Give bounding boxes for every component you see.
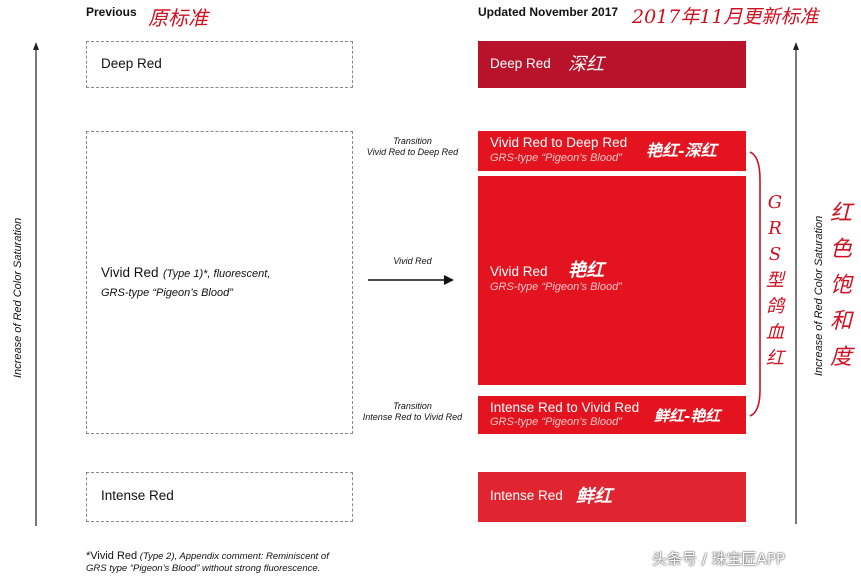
right-axis-label: Increase of Red Color Saturation bbox=[813, 215, 825, 376]
new-vivid-to-deep-box: Vivid Red to Deep Red GRS-type “Pigeon’s… bbox=[478, 131, 746, 171]
new-deep-red-label: Deep Red bbox=[490, 56, 551, 71]
prev-intense-red-box: Intense Red bbox=[86, 472, 353, 522]
new-vivid-red-label: Vivid Red bbox=[490, 264, 548, 279]
new-deep-red-cn: 深红 bbox=[568, 54, 604, 75]
new-deep-red-box: Deep Red 深红 bbox=[478, 41, 746, 88]
prev-deep-red-label: Deep Red bbox=[101, 56, 162, 71]
transition-lower-label: Transition Intense Red to Vivid Red bbox=[362, 401, 463, 422]
new-vivid-red-cn: 艳红 bbox=[568, 260, 604, 281]
prev-vivid-red-label: Vivid Red bbox=[101, 265, 159, 280]
new-vivid-to-deep-cn: 艳红-深红 bbox=[646, 141, 717, 160]
prev-deep-red-box: Deep Red bbox=[86, 41, 353, 88]
prev-intense-red-label: Intense Red bbox=[101, 488, 174, 503]
new-vivid-red-grs: GRS-type “Pigeon’s Blood” bbox=[490, 281, 622, 293]
right-axis-arrow bbox=[793, 42, 799, 524]
new-intense-to-vivid-label: Intense Red to Vivid Red bbox=[490, 400, 640, 415]
new-intense-to-vivid-cn: 鲜红-艳红 bbox=[654, 407, 721, 425]
transition-middle-label: Vivid Red bbox=[393, 256, 432, 266]
prev-vivid-red-grs: GRS-type “Pigeon’s Blood” bbox=[101, 287, 233, 299]
new-vivid-to-deep-label: Vivid Red to Deep Red bbox=[490, 135, 628, 150]
new-vivid-to-deep-grs: GRS-type “Pigeon’s Blood” bbox=[490, 152, 622, 164]
prev-vivid-red-box: Vivid Red (Type 1)*, fluorescent, GRS-ty… bbox=[86, 131, 353, 434]
right-axis-label-cn: 红 色 饱 和 度 bbox=[829, 201, 852, 370]
footnote: *Vivid Red (Type 2), Appendix comment: R… bbox=[86, 550, 329, 574]
new-intense-to-vivid-box: Intense Red to Vivid Red GRS-type “Pigeo… bbox=[478, 396, 746, 434]
transition-upper-label: Transition Vivid Red to Deep Red bbox=[366, 136, 459, 157]
left-axis-arrow bbox=[33, 42, 39, 526]
prev-vivid-red-type: (Type 1)*, fluorescent, bbox=[163, 268, 271, 280]
new-intense-red-cn: 鲜红 bbox=[576, 486, 612, 507]
grs-bracket-cn: G R S 型 鸽 血 红 bbox=[766, 192, 784, 369]
new-intense-red-label: Intense Red bbox=[490, 488, 563, 503]
new-intense-red-box: Intense Red 鲜红 bbox=[478, 472, 746, 522]
left-axis-label: Increase of Red Color Saturation bbox=[12, 217, 24, 378]
watermark: 头条号 / 珠宝匠APP bbox=[652, 550, 785, 568]
updated-header-cn: 2017年11月更新标准 bbox=[632, 6, 819, 28]
grs-bracket bbox=[749, 151, 761, 417]
previous-header-cn: 原标准 bbox=[148, 6, 208, 30]
new-intense-to-vivid-grs: GRS-type “Pigeon’s Blood” bbox=[490, 416, 622, 428]
previous-header: Previous bbox=[86, 5, 137, 19]
updated-header: Updated November 2017 bbox=[478, 5, 619, 19]
new-vivid-red-box: Vivid Red GRS-type “Pigeon’s Blood” 艳红 bbox=[478, 176, 746, 385]
transition-arrow bbox=[368, 275, 454, 285]
